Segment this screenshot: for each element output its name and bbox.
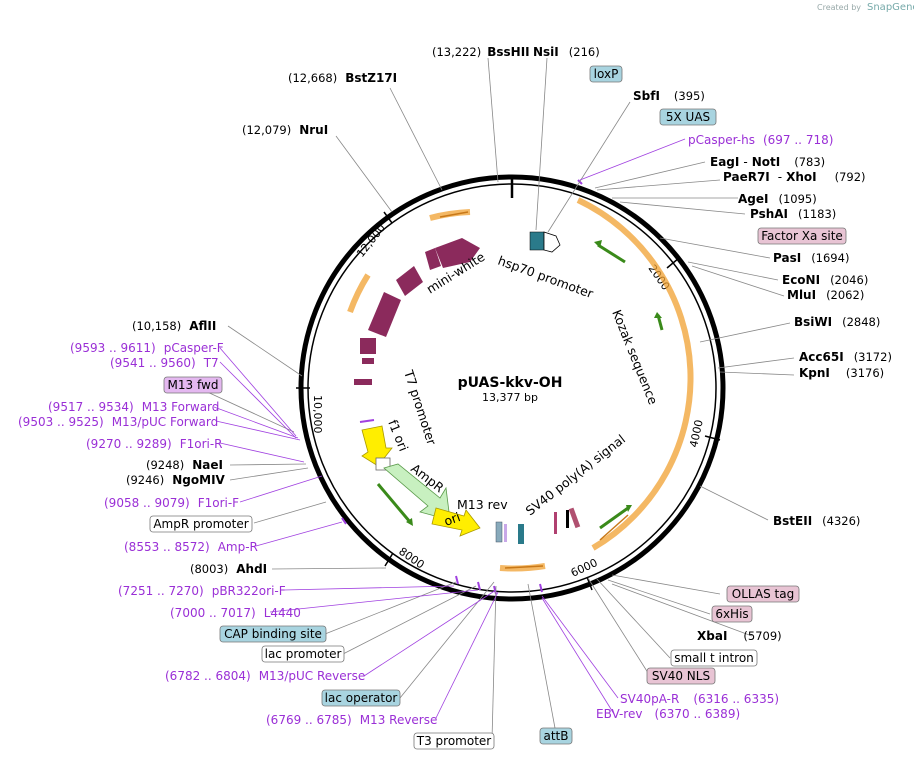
svg-text:6xHis: 6xHis bbox=[715, 607, 748, 621]
primer-m13-forward: (9517 .. 9534)M13 Forward bbox=[48, 400, 219, 414]
primer-l4440: (7000 .. 7017)L4440 bbox=[170, 606, 301, 620]
primer-pcasper-hs: pCasper-hs(697 .. 718) bbox=[688, 133, 833, 147]
svg-text:T3 promoter: T3 promoter bbox=[416, 734, 492, 748]
orange-arcs bbox=[347, 197, 694, 572]
enzyme-pshai: PshAI(1183) bbox=[750, 207, 836, 221]
plasmid-name: pUAS-kkv-OH bbox=[458, 375, 563, 391]
feature-box-lac-promoter: lac promoter bbox=[261, 645, 345, 663]
hsp70-arrow bbox=[543, 231, 561, 253]
feature-box-cap-binding-site: CAP binding site bbox=[219, 625, 327, 643]
f1-ori-arrow bbox=[361, 425, 393, 467]
feature-box-m13-fwd: M13 fwd bbox=[163, 376, 223, 394]
label-kozak: Kozak sequence bbox=[609, 308, 661, 407]
enzyme-pasi: PasI(1694) bbox=[773, 251, 849, 265]
svg-text:loxP: loxP bbox=[594, 67, 619, 81]
enzyme-bsshii: (13,222)BssHII bbox=[432, 45, 530, 59]
enzyme-ngomiv: (9246)NgoMIV bbox=[126, 473, 226, 487]
svg-text:CAP binding site: CAP binding site bbox=[224, 627, 322, 641]
enzyme-bstz17i: (12,668)BstZ17I bbox=[288, 71, 397, 85]
green-arrows bbox=[376, 243, 664, 530]
svg-text:Factor Xa site: Factor Xa site bbox=[761, 229, 843, 243]
brand-created-by: Created by bbox=[817, 3, 861, 12]
primer-pbr322ori-f: (7251 .. 7270)pBR322ori-F bbox=[118, 584, 286, 598]
feature-box-5x-uas: 5X UAS bbox=[659, 108, 717, 126]
primer-f1ori-r: (9270 .. 9289)F1ori-R bbox=[86, 437, 223, 451]
enzyme-afliii: (10,158)AflII bbox=[132, 319, 216, 333]
enzyme-xbai: XbaI(5709) bbox=[697, 629, 782, 643]
primer-m13puc-reverse: (6782 .. 6804)M13/pUC Reverse bbox=[165, 669, 365, 683]
feature-box-loxp: loxP bbox=[589, 65, 623, 83]
plasmid-length: 13,377 bp bbox=[482, 391, 538, 404]
tick-10000: 10,000 bbox=[311, 395, 324, 434]
enzyme-eagi-noti: EagI-NotI(783) bbox=[710, 155, 825, 169]
primer-sv40pa-r: SV40pA-R(6316 .. 6335) bbox=[620, 692, 779, 706]
label-hsp70: hsp70 promoter bbox=[496, 253, 596, 302]
svg-text:AmpR promoter: AmpR promoter bbox=[153, 517, 248, 531]
feature-box-ollas-tag: OLLAS tag bbox=[726, 585, 800, 603]
feature-box-small-t-intron: small t intron bbox=[670, 649, 758, 667]
enzyme-bsteii: BstEII(4326) bbox=[773, 514, 860, 528]
enzyme-sbfi: SbfI(395) bbox=[633, 89, 705, 103]
enzyme-leader-lines bbox=[189, 57, 795, 741]
label-sv40: SV40 poly(A) signal bbox=[523, 431, 628, 518]
primer-leader-lines bbox=[213, 138, 686, 719]
orange-arrows bbox=[439, 211, 629, 569]
ori-arrow bbox=[431, 507, 481, 537]
primer-m13-reverse: (6769 .. 6785)M13 Reverse bbox=[266, 713, 437, 727]
tick-marks bbox=[296, 211, 721, 591]
tick-4000: 4000 bbox=[687, 419, 706, 449]
enzyme-paer7i-xhoi: PaeR7I-XhoI(792) bbox=[723, 170, 866, 184]
ampr-arrow bbox=[383, 463, 451, 521]
svg-text:lac operator: lac operator bbox=[325, 691, 398, 705]
enzyme-nsii: NsiI(216) bbox=[533, 45, 600, 59]
feature-box-attb: attB bbox=[539, 727, 573, 745]
tick-6000: 6000 bbox=[569, 556, 600, 580]
feature-box-lac-operator: lac operator bbox=[321, 689, 401, 707]
feature-box-ampr-promoter: AmpR promoter bbox=[149, 515, 253, 533]
label-ori: ori bbox=[442, 509, 462, 529]
label-m13rev: M13 rev bbox=[457, 497, 508, 512]
mini-white-segments bbox=[354, 238, 480, 385]
feature-box-factor-xa: Factor Xa site bbox=[757, 227, 847, 245]
svg-text:OLLAS tag: OLLAS tag bbox=[732, 587, 794, 601]
hsp70-box bbox=[529, 231, 545, 251]
enzyme-bsiwi: BsiWI(2848) bbox=[794, 315, 880, 329]
primer-ebv-rev: EBV-rev(6370 .. 6389) bbox=[596, 707, 740, 721]
svg-text:5X UAS: 5X UAS bbox=[666, 110, 710, 124]
feature-box-6xhis: 6xHis bbox=[711, 605, 753, 623]
enzyme-nrui: (12,079)NruI bbox=[242, 123, 328, 137]
enzyme-mlui: MluI(2062) bbox=[787, 288, 864, 302]
feature-box-t3-promoter: T3 promoter bbox=[413, 732, 495, 750]
svg-text:lac promoter: lac promoter bbox=[265, 647, 342, 661]
enzyme-agei: AgeI(1095) bbox=[738, 192, 817, 206]
small-glyphs bbox=[495, 507, 581, 544]
primer-m13puc-forward: (9503 .. 9525)M13/pUC Forward bbox=[18, 415, 218, 429]
svg-text:M13 fwd: M13 fwd bbox=[168, 378, 219, 392]
svg-text:attB: attB bbox=[544, 729, 569, 743]
brand-name: SnapGene bbox=[867, 2, 914, 13]
svg-text:SV40 NLS: SV40 NLS bbox=[652, 669, 710, 683]
svg-text:small t intron: small t intron bbox=[674, 651, 754, 665]
enzyme-kpni: KpnI(3176) bbox=[799, 366, 884, 380]
primer-pcasper-f: (9593 .. 9611)pCasper-F bbox=[70, 341, 224, 355]
primer-amp-r: (8553 .. 8572)Amp-R bbox=[124, 540, 258, 554]
primer-f1ori-f: (9058 .. 9079)F1ori-F bbox=[104, 496, 239, 510]
green-arrowheads bbox=[406, 240, 662, 526]
enzyme-naei: (9248)NaeI bbox=[146, 458, 223, 472]
enzyme-econi: EcoNI(2046) bbox=[782, 273, 868, 287]
primer-t7: (9541 .. 9560)T7 bbox=[110, 356, 219, 370]
feature-box-sv40-nls: SV40 NLS bbox=[646, 667, 716, 685]
enzyme-ahdi: (8003)AhdI bbox=[190, 562, 267, 576]
enzyme-acc65i: Acc65I(3172) bbox=[799, 350, 892, 364]
